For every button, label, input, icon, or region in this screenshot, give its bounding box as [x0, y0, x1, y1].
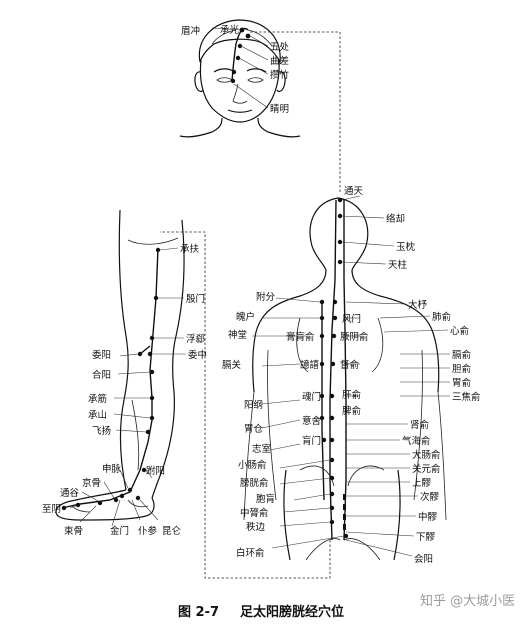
point-label-zhishi: 志室: [252, 443, 271, 455]
point-label-huangmen: 肓门: [302, 435, 321, 447]
figure-caption-number: 图 2-7: [178, 605, 219, 620]
point-label-yanggang: 阳纲: [244, 399, 263, 411]
point-label-kunlun: 昆仑: [162, 525, 182, 537]
point-label-luoque: 络却: [386, 213, 405, 225]
point-label-chengshan: 承山: [88, 410, 107, 421]
point-label-pangguangshu: 膀胱俞: [240, 477, 269, 489]
point-label-qucha: 曲差: [270, 55, 289, 67]
point-label-weiyang: 委阳: [92, 349, 111, 361]
point-label-yinmen: 殷门: [186, 293, 205, 305]
point-label-fuyang: 跗阳: [146, 465, 165, 477]
point-label-guanyuanshu: 关元俞: [412, 463, 441, 475]
point-label-jinmen: 金门: [110, 525, 129, 537]
point-label-yishe: 意舍: [302, 415, 322, 427]
point-label-jinggu: 京骨: [82, 477, 101, 489]
point-label-chengfu: 承扶: [180, 243, 200, 255]
point-label-pohu: 魄户: [236, 311, 255, 323]
point-label-dushu: 督俞: [340, 359, 360, 371]
point-label-meichong: 眉冲: [181, 25, 200, 37]
point-label-jingming: 睛明: [270, 104, 289, 115]
point-label-feiyang: 飞扬: [92, 425, 111, 437]
point-label-yixi: 譩譆: [300, 359, 320, 371]
point-label-xialiao: 下髎: [416, 532, 436, 543]
point-label-zhonglvshu: 中膂俞: [240, 507, 269, 519]
point-label-weishu: 胃俞: [452, 377, 472, 389]
connector-head-back: [250, 31, 341, 192]
point-label-zhiyin: 至阴: [42, 504, 61, 515]
point-label-fufen: 附分: [256, 291, 276, 303]
point-label-zhongliao: 中髎: [418, 511, 438, 523]
point-label-wuchu: 五处: [270, 41, 290, 53]
point-label-feishu: 肺俞: [432, 311, 452, 323]
point-label-shangliao: 上髎: [412, 478, 432, 489]
point-label-gaohuangshu: 膏肓俞: [286, 331, 315, 343]
point-label-tianzhu: 天柱: [388, 259, 408, 271]
point-label-fuxi: 浮郄: [186, 333, 206, 345]
point-label-sanjiaoshu: 三焦俞: [452, 391, 481, 403]
point-label-chengjin: 承筋: [88, 393, 107, 405]
point-label-baihuanshu: 白环俞: [236, 547, 265, 559]
point-label-heyang: 合阳: [92, 369, 111, 381]
point-label-shugu: 束骨: [64, 526, 83, 537]
point-label-geshu: 膈俞: [452, 349, 472, 361]
point-label-dachangshu: 大肠俞: [412, 449, 441, 461]
point-label-chengguang: 承光: [220, 24, 240, 36]
back-figure: 通天 络却 玉枕 天柱 附分 大杼 魄户 风门 肺俞 神堂 膏肓俞 厥阴俞 心俞…: [222, 186, 481, 565]
watermark: 知乎 @大城小医: [420, 593, 515, 609]
figure-caption-title: 足太阳膀胱经穴位: [240, 604, 344, 620]
point-label-pucan: 仆参: [138, 525, 158, 537]
point-label-geguan: 膈关: [222, 359, 242, 371]
point-label-shenshu: 肾俞: [410, 419, 430, 431]
point-label-fengmen: 风门: [342, 313, 361, 325]
point-label-pishu: 脾俞: [342, 405, 362, 417]
leg-figure: 承扶 殷门 浮郄 委阳 委中 合阳 承筋 承山 飞扬 申脉 跗阳 京骨 通谷 至…: [42, 209, 207, 537]
point-label-baohuang: 胞肓: [256, 493, 275, 505]
point-label-zhibian: 秩边: [246, 522, 266, 533]
point-label-shentang: 神堂: [228, 329, 247, 341]
point-label-tongtian: 通天: [344, 186, 364, 197]
point-label-cuanzhu: 攒竹: [270, 69, 290, 81]
point-label-yuzhen: 玉枕: [396, 241, 416, 253]
head-figure: 眉冲 承光 五处 曲差 攒竹 睛明: [179, 19, 301, 138]
point-label-danshu: 胆俞: [452, 363, 472, 375]
point-label-ganshu: 肝俞: [342, 389, 362, 401]
point-label-jueyinshu: 厥阴俞: [340, 331, 369, 343]
point-label-shenmai: 申脉: [102, 463, 122, 475]
point-label-xiaochangshu: 小肠俞: [238, 459, 267, 471]
point-label-dazhu: 大杼: [408, 299, 428, 311]
connector-back-leg: [160, 231, 331, 579]
point-label-hunmen: 魂门: [302, 391, 321, 403]
point-label-xinshu: 心俞: [450, 325, 470, 337]
point-label-tonggu: 通谷: [60, 488, 80, 499]
point-label-ciliao: 次髎: [420, 491, 440, 503]
point-label-weicang: 胃仓: [244, 423, 264, 435]
point-label-huiyang: 会阳: [414, 553, 433, 565]
point-label-weizhong: 委中: [188, 349, 207, 361]
point-label-qihaishu: 气海俞: [402, 435, 431, 447]
